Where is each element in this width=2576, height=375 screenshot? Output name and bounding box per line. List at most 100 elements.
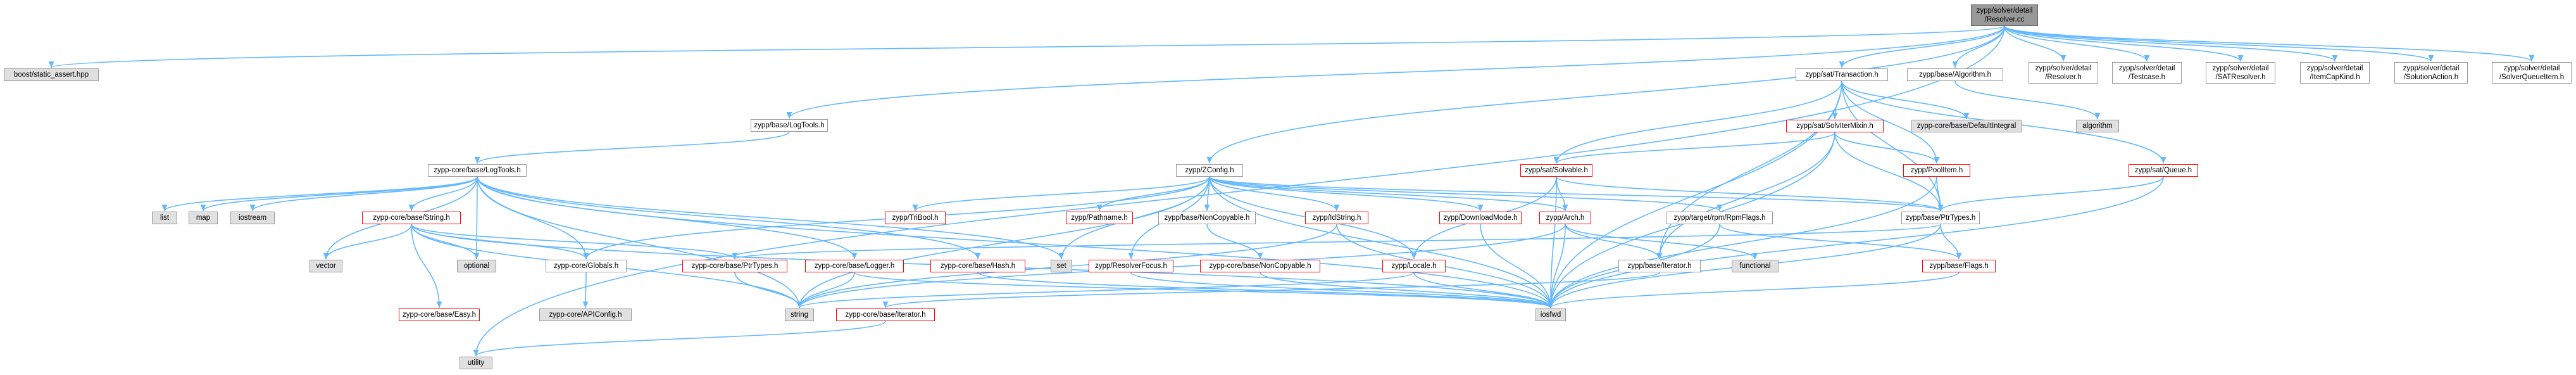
node-label-line1: zypp/solver/detail bbox=[2306, 65, 2363, 72]
include-edge bbox=[732, 224, 1941, 260]
node-label: map bbox=[196, 214, 211, 222]
node-core-ptrtypes[interactable]: zypp-core/base/PtrTypes.h bbox=[682, 260, 787, 272]
node-poolitem[interactable]: zypp/PoolItem.h bbox=[1903, 164, 1970, 177]
node-label: list bbox=[159, 214, 170, 222]
node-apiconfig[interactable]: zypp-core/APIConfig.h bbox=[539, 308, 632, 321]
include-edge bbox=[796, 272, 855, 308]
include-edge bbox=[1565, 224, 1663, 260]
node-vector[interactable]: vector bbox=[309, 260, 342, 272]
node-algorithm[interactable]: algorithm bbox=[2076, 120, 2119, 132]
include-edge bbox=[1841, 80, 1940, 164]
node-detail-itemcapkind-h[interactable]: zypp/solver/detail/ItemCapKind.h bbox=[2300, 62, 2370, 84]
include-edge bbox=[1480, 224, 1554, 308]
include-edge bbox=[411, 224, 442, 308]
node-detail-satresolver-h[interactable]: zypp/solver/detail/SATResolver.h bbox=[2206, 62, 2275, 84]
node-core-easy[interactable]: zypp-core/base/Easy.h bbox=[399, 308, 480, 321]
node-locale[interactable]: zypp/Locale.h bbox=[1382, 260, 1446, 272]
node-label: string bbox=[790, 311, 809, 319]
node-core-hash[interactable]: zypp-core/base/Hash.h bbox=[930, 260, 1025, 272]
node-arch[interactable]: zypp/Arch.h bbox=[1539, 212, 1591, 224]
node-base-iterator[interactable]: zypp/base/Iterator.h bbox=[1618, 260, 1701, 272]
include-edge bbox=[912, 176, 1210, 212]
include-edge bbox=[1936, 176, 1944, 212]
include-edge bbox=[1547, 224, 1566, 308]
include-edge bbox=[1547, 176, 1937, 308]
include-edge bbox=[1656, 132, 1835, 260]
node-label-line2: /Testcase.h bbox=[2128, 73, 2166, 81]
node-label: boost/static_assert.hpp bbox=[13, 71, 89, 79]
node-iosfwd[interactable]: iosfwd bbox=[1535, 308, 1566, 321]
node-utility[interactable]: utility bbox=[460, 357, 492, 369]
node-static-assert[interactable]: boost/static_assert.hpp bbox=[4, 68, 99, 81]
node-base-noncopyable[interactable]: zypp/base/NonCopyable.h bbox=[1158, 212, 1256, 224]
include-edge bbox=[1556, 176, 1944, 212]
include-edge bbox=[474, 131, 790, 164]
node-sat-solvitermixin[interactable]: zypp/sat/SolvIterMixin.h bbox=[1786, 120, 1884, 132]
include-edge bbox=[1954, 80, 2101, 120]
node-optional[interactable]: optional bbox=[457, 260, 496, 272]
node-sat-queue[interactable]: zypp/sat/Queue.h bbox=[2129, 164, 2198, 177]
node-detail-testcase-h[interactable]: zypp/solver/detail/Testcase.h bbox=[2112, 62, 2182, 84]
node-label: vector bbox=[316, 262, 336, 270]
node-rpmflags[interactable]: zypp/target/rpm/RpmFlags.h bbox=[1666, 212, 1773, 224]
node-detail-resolver-h[interactable]: zypp/solver/detail/Resolver.h bbox=[2029, 62, 2098, 84]
node-zconfig[interactable]: zypp/ZConfig.h bbox=[1176, 164, 1243, 177]
include-edge bbox=[49, 25, 2005, 68]
node-label: zypp/base/Algorithm.h bbox=[1919, 71, 1991, 79]
node-label: zypp/Arch.h bbox=[1546, 214, 1585, 222]
node-label-line2: /Resolver.cc bbox=[1984, 16, 2025, 23]
include-edges bbox=[49, 25, 2535, 357]
node-tribool[interactable]: zypp/TriBool.h bbox=[885, 212, 946, 224]
include-edge bbox=[1841, 80, 1944, 212]
include-edge bbox=[582, 272, 589, 308]
node-core-logtools[interactable]: zypp-core/base/LogTools.h bbox=[428, 164, 527, 177]
node-label: utility bbox=[467, 359, 485, 367]
node-sat-solvable[interactable]: zypp/sat/Solvable.h bbox=[1520, 164, 1592, 177]
node-label-line2: /SolutionAction.h bbox=[2403, 73, 2459, 81]
node-list[interactable]: list bbox=[152, 212, 177, 224]
node-idstring[interactable]: zypp/IdString.h bbox=[1305, 212, 1368, 224]
node-core-globals[interactable]: zypp-core/Globals.h bbox=[546, 260, 627, 272]
node-label: zypp-core/APIConfig.h bbox=[549, 311, 622, 319]
node-label: zypp/PoolItem.h bbox=[1910, 167, 1963, 174]
node-base-logtools[interactable]: zypp/base/LogTools.h bbox=[751, 119, 828, 132]
node-label: zypp/base/PtrTypes.h bbox=[1905, 214, 1976, 222]
node-iostream[interactable]: iostream bbox=[230, 212, 275, 224]
include-edge bbox=[249, 176, 478, 212]
node-set[interactable]: set bbox=[1051, 260, 1072, 272]
node-base-ptrtypes[interactable]: zypp/base/PtrTypes.h bbox=[1901, 212, 1980, 224]
include-edge bbox=[1130, 272, 1554, 308]
node-label: zypp/target/rpm/RpmFlags.h bbox=[1673, 214, 1766, 222]
include-edge bbox=[473, 321, 886, 357]
node-detail-solverqueueitem-h[interactable]: zypp/solver/detail/SolverQueueItem.h bbox=[2492, 62, 2572, 84]
node-base-algorithm[interactable]: zypp/base/Algorithm.h bbox=[1907, 68, 2003, 81]
node-core-noncopyable[interactable]: zypp-core/base/NonCopyable.h bbox=[1200, 260, 1320, 272]
node-base-flags[interactable]: zypp/base/Flags.h bbox=[1922, 260, 1996, 272]
node-sat-transaction[interactable]: zypp/sat/Transaction.h bbox=[1796, 68, 1888, 81]
node-pathname[interactable]: zypp/Pathname.h bbox=[1066, 212, 1133, 224]
node-core-iterator[interactable]: zypp-core/base/Iterator.h bbox=[836, 308, 935, 321]
node-map[interactable]: map bbox=[189, 212, 218, 224]
node-detail-solutionaction-h[interactable]: zypp/solver/detail/SolutionAction.h bbox=[2394, 62, 2468, 84]
node-core-string[interactable]: zypp-core/base/String.h bbox=[362, 212, 461, 224]
node-default-integral[interactable]: zypp-core/base/DefaultIntegral bbox=[1911, 120, 2022, 132]
include-edge bbox=[1834, 132, 1944, 212]
include-edge bbox=[1553, 132, 1835, 164]
node-functional[interactable]: functional bbox=[1732, 260, 1779, 272]
include-edge bbox=[1565, 224, 1758, 260]
node-string[interactable]: string bbox=[785, 308, 814, 321]
node-resolverfocus[interactable]: zypp/ResolverFocus.h bbox=[1089, 260, 1173, 272]
node-core-logger[interactable]: zypp-core/base/Logger.h bbox=[805, 260, 904, 272]
node-downloadmode[interactable]: zypp/DownloadMode.h bbox=[1439, 212, 1522, 224]
node-label: iostream bbox=[238, 214, 267, 222]
include-edge bbox=[882, 272, 1660, 308]
node-resolver-cc[interactable]: zypp/solver/detail /Resolver.cc bbox=[1971, 4, 2038, 26]
node-label: zypp/base/Flags.h bbox=[1929, 262, 1989, 270]
include-edge bbox=[477, 176, 1065, 260]
node-label: zypp/sat/Solvable.h bbox=[1525, 167, 1588, 174]
node-label: zypp-core/base/Iterator.h bbox=[845, 311, 926, 319]
node-label: optional bbox=[463, 262, 490, 270]
include-edge bbox=[323, 224, 412, 260]
include-edge bbox=[854, 272, 1554, 308]
